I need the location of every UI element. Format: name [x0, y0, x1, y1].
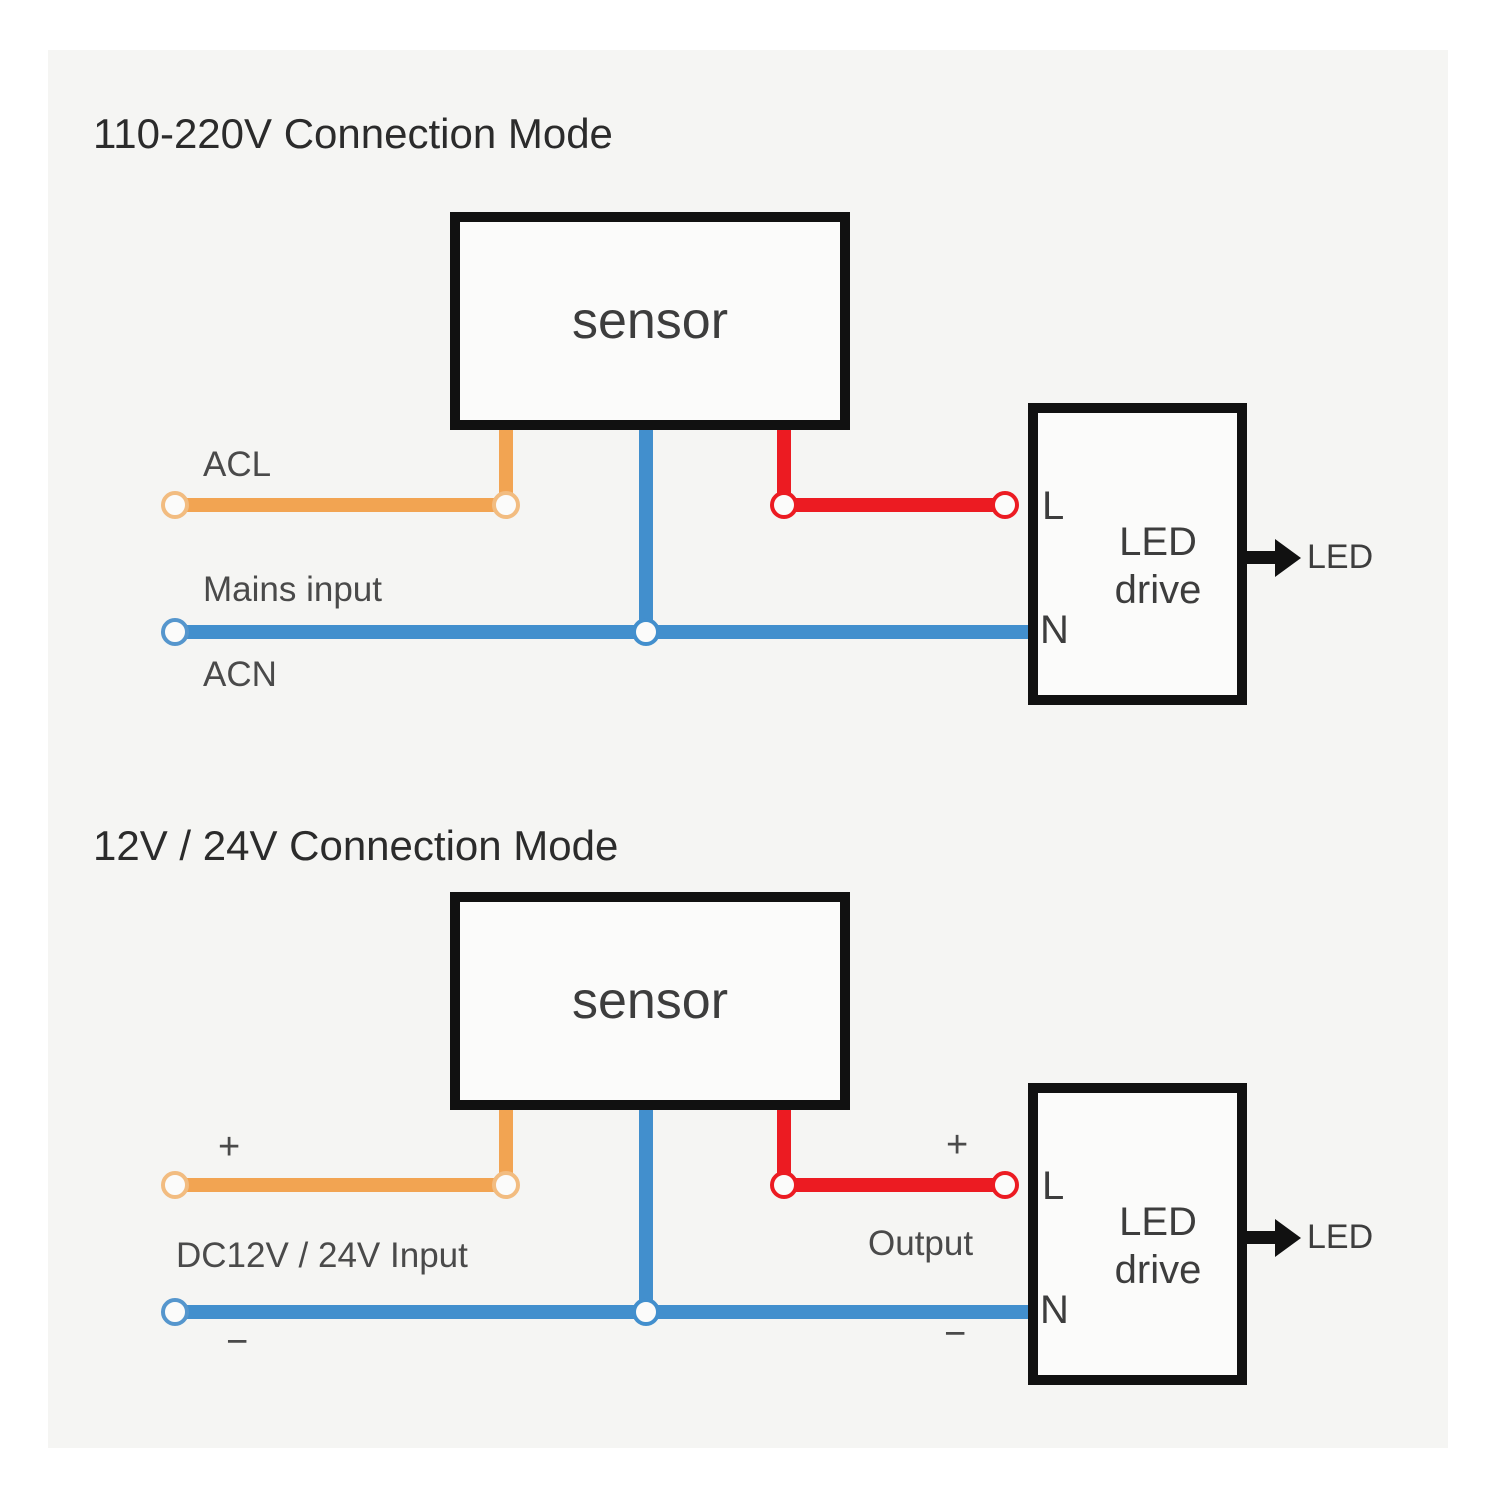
sensor-box: sensor — [450, 892, 850, 1110]
minus-input-sign: − — [226, 1321, 249, 1363]
terminal-output-sensor — [770, 1171, 798, 1199]
driver-name-line1: LED — [1119, 1200, 1197, 1244]
switched-live-wire-horizontal — [784, 498, 1005, 512]
driver-name: LED drive — [1080, 518, 1236, 614]
led-driver-box — [1028, 1083, 1247, 1385]
terminal-acn-input — [161, 618, 189, 646]
led-load-label: LED — [1307, 1218, 1374, 1256]
negative-wire-vertical — [639, 1110, 653, 1319]
led-driver-box — [1028, 403, 1247, 705]
output-arrow-icon — [1275, 539, 1301, 577]
terminal-positive-input — [161, 1171, 189, 1199]
output-arrow-shaft — [1245, 1231, 1275, 1244]
mains-input-label: Mains input — [203, 570, 382, 609]
terminal-negative-input — [161, 1298, 189, 1326]
negative-wire-horizontal — [175, 1305, 1028, 1319]
driver-name-line1: LED — [1119, 520, 1197, 564]
terminal-driver-l — [991, 1171, 1019, 1199]
neutral-wire-vertical — [639, 430, 653, 639]
minus-output-sign: − — [944, 1313, 967, 1355]
acn-label: ACN — [203, 655, 277, 694]
diagram-title: 110-220V Connection Mode — [93, 110, 613, 157]
terminal-acl-corner — [492, 491, 520, 519]
plus-output-sign: + — [946, 1124, 969, 1166]
plus-input-sign: + — [218, 1126, 241, 1168]
sensor-box: sensor — [450, 212, 850, 430]
output-wire-horizontal — [784, 1178, 1005, 1192]
terminal-n-label: N — [1040, 1288, 1069, 1332]
terminal-n-label: N — [1040, 608, 1069, 652]
terminal-driver-l — [991, 491, 1019, 519]
sensor-label: sensor — [571, 972, 729, 1030]
output-label: Output — [868, 1224, 974, 1263]
terminal-switched-sensor — [770, 491, 798, 519]
acl-label: ACL — [203, 445, 272, 484]
output-arrow-icon — [1275, 1219, 1301, 1257]
negative-junction — [632, 1298, 660, 1326]
diagram-110-220v: 110-220V Connection Mode sensor L N LED … — [93, 110, 1374, 705]
terminal-l-label: L — [1042, 484, 1065, 528]
led-load-label: LED — [1307, 538, 1374, 576]
live-wire-horizontal — [175, 498, 506, 512]
output-arrow-shaft — [1245, 551, 1275, 564]
positive-wire-horizontal — [175, 1178, 506, 1192]
dc-input-label: DC12V / 24V Input — [176, 1236, 468, 1275]
terminal-l-label: L — [1042, 1164, 1065, 1208]
sensor-label: sensor — [571, 292, 729, 350]
neutral-junction — [632, 618, 660, 646]
driver-name-line2: drive — [1114, 568, 1202, 612]
diagram-12v-24v: 12V / 24V Connection Mode sensor L N LED… — [0, 680, 1500, 1500]
driver-name: LED drive — [1080, 1198, 1236, 1294]
terminal-positive-corner — [492, 1171, 520, 1199]
driver-name-line2: drive — [1114, 1248, 1202, 1292]
neutral-wire-horizontal — [175, 625, 1028, 639]
diagram-title: 12V / 24V Connection Mode — [93, 822, 619, 869]
terminal-acl-input — [161, 491, 189, 519]
